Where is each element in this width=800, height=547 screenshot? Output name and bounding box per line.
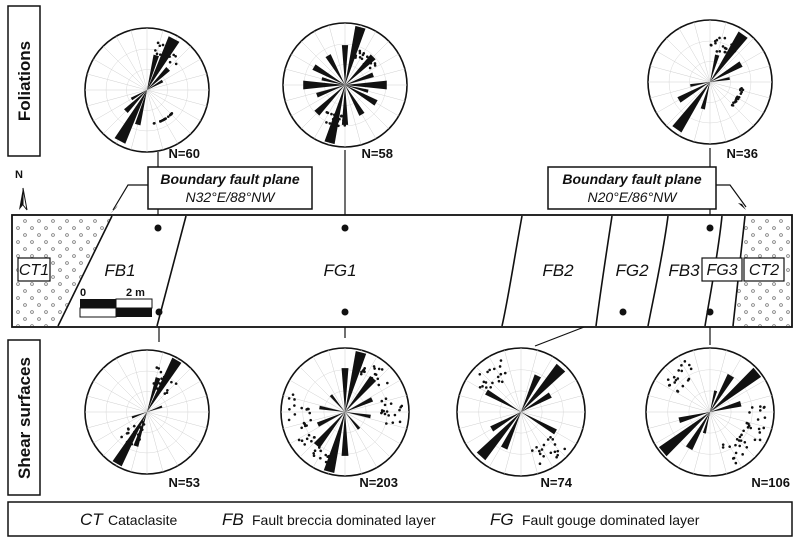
legend-fg-text: Fault gouge dominated layer xyxy=(522,512,700,528)
svg-text:CT1: CT1 xyxy=(19,262,49,279)
boundary-fault-plane-left: Boundary fault plane N32°E/88°NW xyxy=(147,166,313,210)
n-label-bottom-3: N=74 xyxy=(541,475,573,490)
foliations-label: Foliations xyxy=(15,41,34,121)
svg-text:N20°E/86°NW: N20°E/86°NW xyxy=(587,189,678,205)
legend-fb-abbr: FB xyxy=(222,510,244,529)
stereonet-top-3 xyxy=(647,19,773,145)
zone-ct2: CT2 xyxy=(743,257,785,282)
legend: CT Cataclasite FB Fault breccia dominate… xyxy=(7,501,793,537)
stereonet-bottom-4 xyxy=(645,347,775,477)
boundary-arrow-left-icon xyxy=(110,205,118,214)
legend-fb-text: Fault breccia dominated layer xyxy=(252,512,436,528)
svg-text:2 m: 2 m xyxy=(126,287,145,299)
boundary-fault-plane-right: Boundary fault plane N20°E/86°NW xyxy=(547,166,717,210)
shear-surfaces-label: Shear surfaces xyxy=(15,357,34,479)
zone-ct1: CT1 xyxy=(17,257,51,282)
svg-text:N: N xyxy=(15,169,23,181)
fault-zone-section: CT1 FB1 FG1 FB2 FG2 FB3 FG3 CT2 0 2 m xyxy=(11,214,793,328)
svg-text:Boundary fault plane: Boundary fault plane xyxy=(160,171,299,187)
zone-fb3: FB3 xyxy=(668,261,700,280)
stereonet-bottom-2 xyxy=(280,347,410,477)
boundary-arrow-right-icon xyxy=(738,203,746,210)
svg-text:Boundary fault plane: Boundary fault plane xyxy=(562,171,701,187)
cataclasite-left-texture xyxy=(13,216,112,326)
stereonet-bottom-1 xyxy=(84,349,210,475)
zone-fg2: FG2 xyxy=(615,261,649,280)
legend-fg-abbr: FG xyxy=(490,510,514,529)
zone-fg1: FG1 xyxy=(323,261,356,280)
legend-ct-abbr: CT xyxy=(80,510,104,529)
svg-text:CT2: CT2 xyxy=(749,262,779,279)
scale-bar: 0 2 m xyxy=(79,287,153,318)
n-label-top-3: N=36 xyxy=(727,146,758,161)
n-label-bottom-1: N=53 xyxy=(169,475,200,490)
legend-ct-text: Cataclasite xyxy=(108,512,177,528)
n-label-bottom-4: N=106 xyxy=(751,475,790,490)
n-label-top-2: N=58 xyxy=(362,146,393,161)
foliations-label-box: Foliations xyxy=(7,5,41,157)
zone-fb2: FB2 xyxy=(542,261,574,280)
n-label-bottom-2: N=203 xyxy=(359,475,398,490)
svg-text:N32°E/88°NW: N32°E/88°NW xyxy=(185,189,276,205)
zone-fg3: FG3 xyxy=(701,257,743,282)
stereonet-top-1 xyxy=(84,27,210,153)
stereonets xyxy=(84,19,775,477)
svg-text:0: 0 xyxy=(80,287,86,299)
svg-text:FG3: FG3 xyxy=(706,262,737,279)
n-label-top-1: N=60 xyxy=(169,146,200,161)
stereonet-top-2 xyxy=(282,22,408,148)
location-markers xyxy=(154,224,714,316)
north-arrow-icon: N xyxy=(15,169,28,211)
stereonet-bottom-3 xyxy=(456,347,586,477)
shear-surfaces-label-box: Shear surfaces xyxy=(7,339,41,496)
zone-fb1: FB1 xyxy=(104,261,135,280)
